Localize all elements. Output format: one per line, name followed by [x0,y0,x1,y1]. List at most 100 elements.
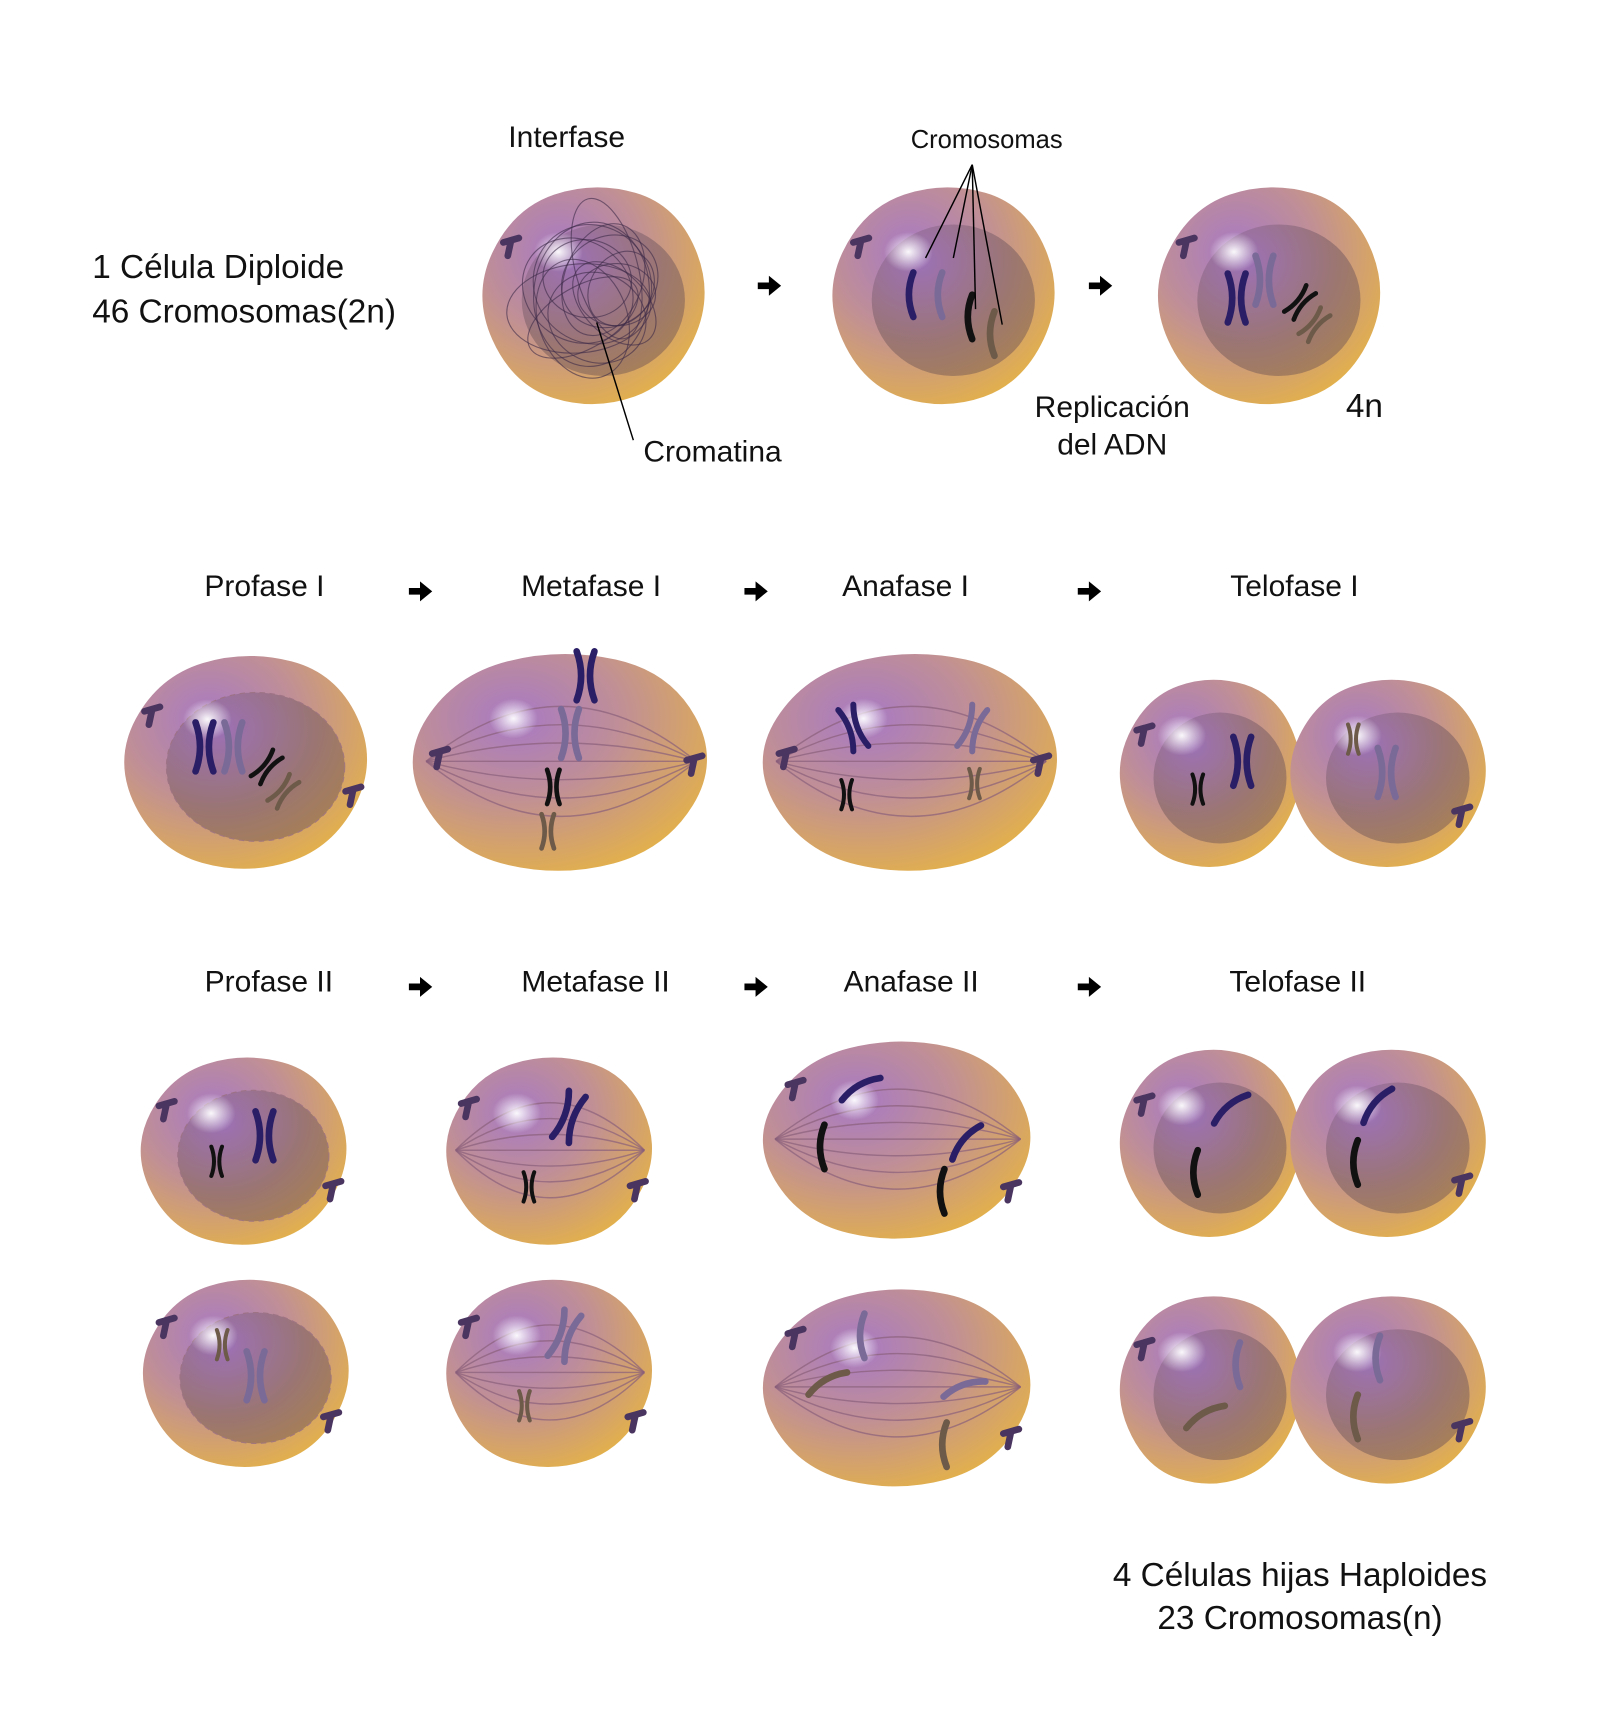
centriole-icon [141,703,164,729]
cell-metafase-2b [446,1279,653,1467]
chromatid [265,771,302,811]
chromosome [1350,1391,1362,1443]
cytoplasm [446,1279,653,1467]
centriole-icon [1133,1336,1156,1362]
chromatid [835,701,872,755]
stage-label-metafase-1: Metafase I [521,570,661,603]
cytoplasm [762,1289,1031,1487]
spindle-fiber [455,1371,645,1389]
cell-interphase [482,187,705,405]
chromatid [252,1108,277,1164]
centriole-icon [457,1095,480,1121]
centriole-icon [457,1314,480,1340]
spindle-fiber [775,742,1047,763]
chromosome [954,701,991,755]
chromosome [1350,1136,1362,1188]
chromatid [521,1170,537,1204]
highlight [1157,715,1207,756]
centriole-icon [775,745,798,771]
arrow-icon [408,581,433,602]
highlight [1157,1332,1207,1373]
spindle-fiber [455,1149,645,1199]
centriole-icon [1133,722,1156,747]
spindle-fiber [775,760,1047,781]
chromatid [1345,722,1361,756]
spindle-fiber [425,742,697,763]
chromosome [557,705,583,762]
cell-replicated-4n [1157,187,1381,405]
cytoplasm [762,654,1057,871]
centriole-icon [1451,803,1474,829]
chromatin-strand [535,258,631,379]
chromatin-strand [527,276,639,359]
replication-label-line2: del ADN [1057,429,1167,462]
chromosome [986,308,998,360]
chromatid [1281,283,1319,322]
chromosome [967,766,982,801]
spindle-fiber [455,1149,645,1167]
highlight [830,1080,879,1121]
ploidy-4n-label: 4n [1346,388,1383,425]
chromosome [940,1378,989,1401]
centriole-icon [155,1098,178,1123]
centriole-icon [784,1325,807,1351]
spindle-fiber [775,760,1047,818]
result-line2: 23 Cromosomas(n) [1157,1600,1442,1637]
stage-label-anafase-1: Anafase I [842,570,969,603]
chromosome [214,1327,230,1362]
centriole-icon [342,783,365,809]
arrow-icon [744,581,768,602]
stage-label-telofase-1: Telofase I [1230,570,1358,603]
highlight [884,231,933,272]
chromatin-strand [572,261,657,346]
cell-profase-2a [140,1057,347,1245]
cytoplasm [446,1057,653,1245]
stage-label-profase-2: Profase II [205,965,333,998]
cell-telofase-2b [1290,1049,1486,1237]
arrow-icon [744,976,768,997]
centriole-icon [1451,1418,1474,1443]
chromosome [835,701,872,755]
chromosome [856,1310,868,1362]
cell-metafase-2a [446,1057,653,1245]
centriole-icon [626,1178,649,1203]
chromosome [548,1087,589,1147]
chromatid [248,747,285,787]
chromatid [954,701,991,755]
chromosome [573,648,598,704]
highlight [489,698,538,739]
cell-telofase-1a [1119,679,1301,867]
chromosome [517,1389,532,1423]
cell-telofase-2d [1290,1296,1486,1484]
cell-telofase-2a [1119,1049,1301,1237]
chromatid [548,1087,589,1147]
spindle-fiber [774,1386,1021,1421]
replication-label-line1: Replicación [1035,391,1190,424]
chromosome [938,1419,951,1471]
arrow-icon [1077,581,1102,602]
chromosome [209,1144,225,1179]
chromatin-strand [547,271,647,364]
spindle-fiber [425,760,697,799]
chromosomes-label: Cromosomas [911,126,1063,154]
chromosome [1232,1339,1244,1391]
centriole-icon [155,1314,178,1340]
chromosome [1360,1085,1396,1127]
highlight [188,1315,238,1356]
chromatid [557,705,583,762]
spindle-fiber [455,1149,645,1183]
chromosome [816,1121,828,1173]
cell-profase-1 [124,655,368,869]
stage-label-profase-1: Profase I [204,570,324,603]
chromosome [934,269,946,321]
chromatid [192,719,217,775]
chromatid [221,719,246,775]
chromosome [1224,270,1249,326]
highlight [1209,231,1259,272]
centriole-icon [1451,1172,1474,1197]
spindle-fiber [775,705,1047,762]
stage-label-anafase-2: Anafase II [844,965,979,998]
pointer-lines [595,164,1003,441]
stage-label-telofase-2: Telofase II [1229,965,1366,998]
